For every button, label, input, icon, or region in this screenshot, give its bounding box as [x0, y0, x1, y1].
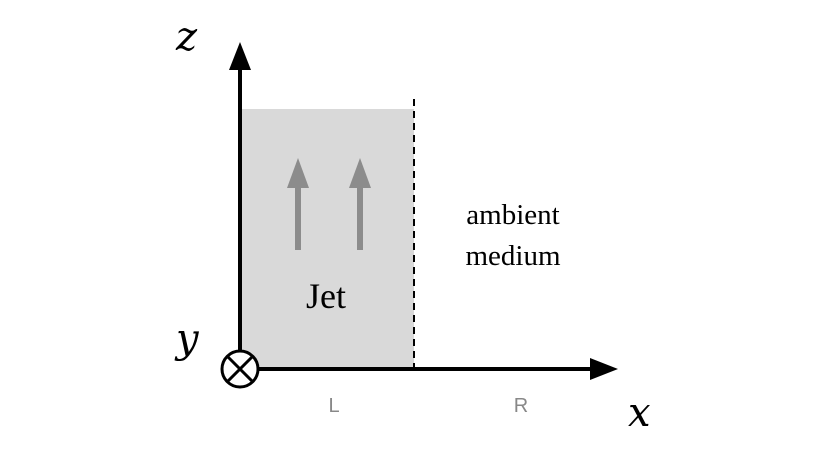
- x-axis-label: x: [628, 390, 651, 436]
- ambient-label-line1: ambient: [466, 199, 559, 231]
- ambient-label-line2: medium: [465, 240, 560, 272]
- jet-region: [240, 109, 414, 369]
- z-axis: [229, 42, 251, 369]
- region-right-label: R: [514, 395, 528, 417]
- y-axis-label: y: [174, 316, 200, 362]
- region-left-label: L: [328, 395, 339, 417]
- flow-arrow-1: [287, 158, 309, 250]
- z-axis-label: z: [175, 14, 198, 60]
- y-axis-into-page-icon: [220, 349, 260, 389]
- x-axis: [256, 358, 618, 380]
- jet-label: Jet: [306, 276, 346, 316]
- flow-arrow-2: [349, 158, 371, 250]
